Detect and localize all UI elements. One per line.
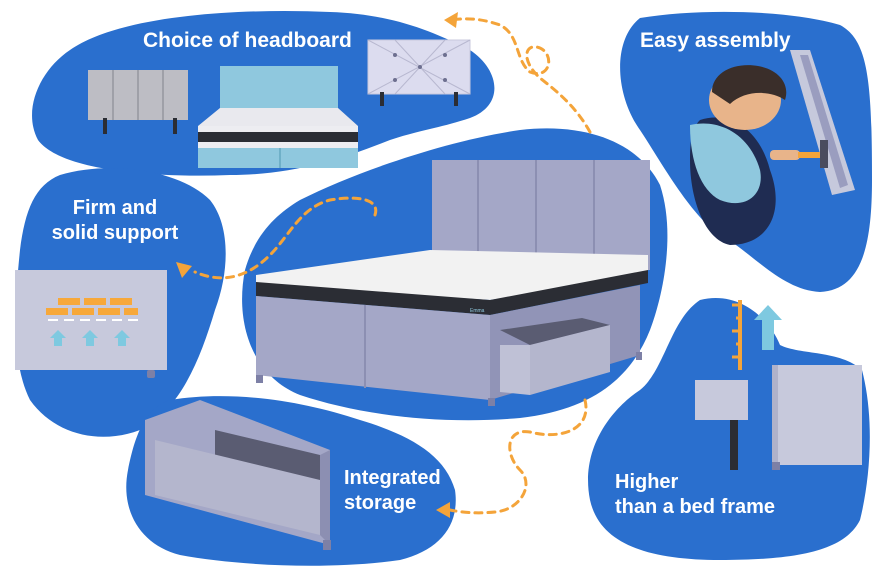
up-arrow-icon	[754, 305, 782, 350]
up-arrow-icon	[82, 330, 98, 346]
dashed-arrow-icon	[450, 17, 592, 134]
feature-label-headboard: Choice of headboard	[143, 29, 352, 52]
height-closeup	[695, 300, 862, 470]
storage-closeup	[145, 400, 331, 550]
feature-label-support-line2: solid support	[51, 222, 179, 244]
arrowhead-icon	[436, 502, 450, 518]
feature-label-storage-line1: Integrated	[344, 467, 441, 489]
support-panel	[15, 270, 167, 378]
storage-drawer	[500, 318, 610, 345]
up-arrow-icon	[50, 330, 66, 346]
headboard-panelled	[88, 70, 188, 134]
mattress-brand-label: Emma	[470, 308, 485, 314]
feature-label-storage: Integrated storage	[344, 466, 441, 516]
feature-label-support: Firm and solid support	[50, 196, 180, 246]
headboard-buttoned	[367, 39, 471, 106]
feature-label-height-line2: than a bed frame	[615, 496, 776, 518]
blob-height	[588, 298, 870, 560]
arrowhead-icon	[444, 12, 458, 28]
feature-label-height-line1: Higher	[615, 471, 679, 493]
feature-label-height: Higher than a bed frame	[615, 470, 775, 520]
up-arrow-icon	[114, 330, 130, 346]
arrowhead-icon	[176, 262, 192, 278]
dashed-arrow-icon	[448, 398, 588, 515]
bed-blue-headboard	[198, 66, 358, 168]
feature-label-support-line1: Firm and	[72, 197, 158, 219]
feature-label-assembly: Easy assembly	[640, 29, 791, 52]
ruler-icon	[738, 300, 742, 370]
feature-label-storage-line2: storage	[344, 492, 417, 514]
screwdriver-icon	[798, 152, 820, 158]
divan-bed: Emma	[256, 160, 650, 406]
person-assembling	[690, 50, 855, 245]
